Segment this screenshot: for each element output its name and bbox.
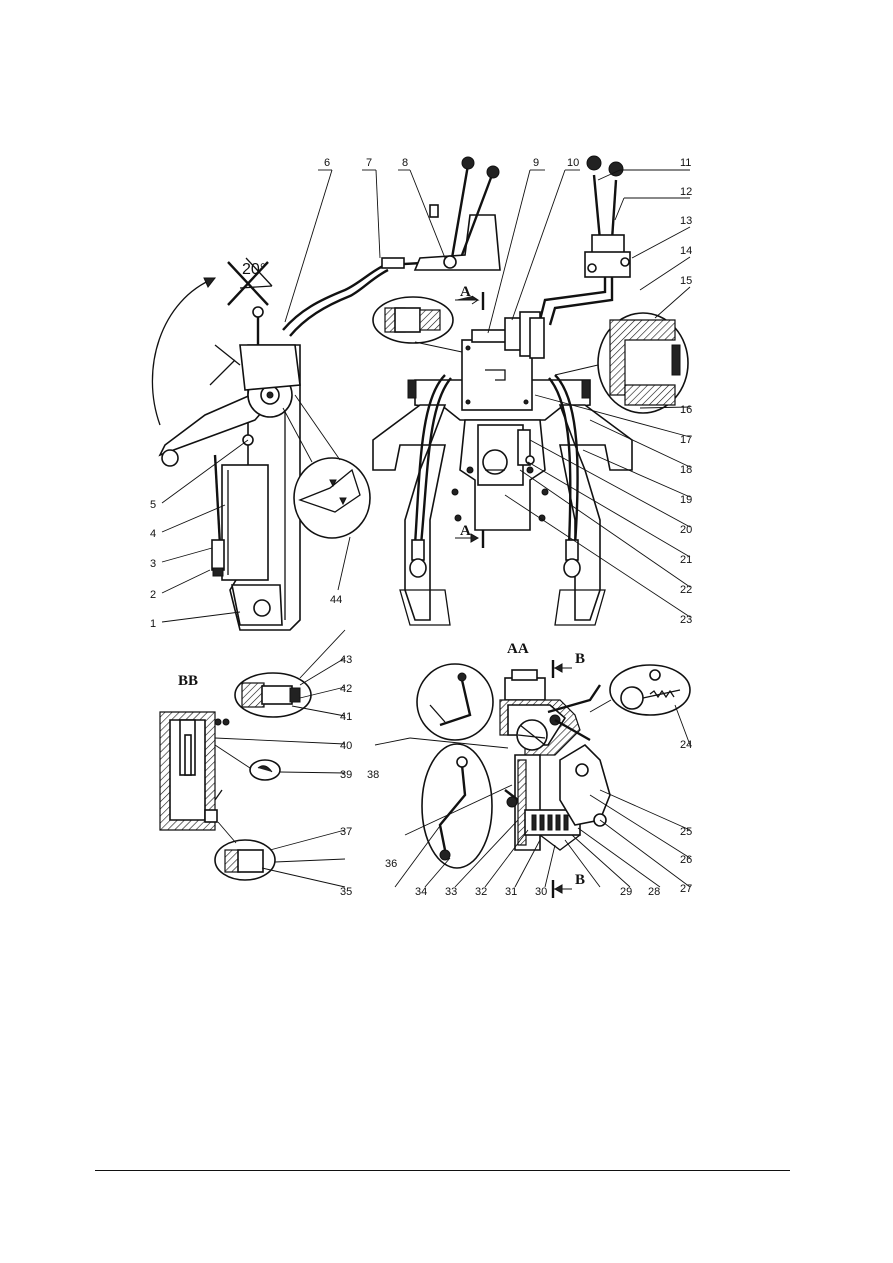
footer-rule bbox=[95, 1170, 790, 1171]
callout-38: 38 bbox=[367, 769, 379, 781]
callout-17: 17 bbox=[680, 434, 692, 446]
callout-35: 35 bbox=[340, 886, 352, 898]
section-bb bbox=[159, 672, 312, 881]
callout-14: 14 bbox=[680, 245, 692, 257]
leader-lines bbox=[161, 169, 691, 888]
callout-25: 25 bbox=[680, 826, 692, 838]
callout-33: 33 bbox=[445, 886, 457, 898]
callout-41: 41 bbox=[340, 711, 352, 723]
callout-18: 18 bbox=[680, 464, 692, 476]
angle-label: 20° bbox=[242, 261, 266, 278]
callout-11: 11 bbox=[680, 157, 691, 169]
callout-20: 20 bbox=[680, 524, 692, 536]
callout-21: 21 bbox=[680, 554, 692, 566]
callout-13: 13 bbox=[680, 215, 692, 227]
section-a-bottom-label: A bbox=[460, 523, 471, 539]
callout-29: 29 bbox=[620, 886, 632, 898]
callout-30: 30 bbox=[535, 886, 547, 898]
callout-numbers: 1 2 3 4 5 6 7 8 9 10 11 12 13 14 15 16 1… bbox=[150, 157, 692, 898]
callout-27: 27 bbox=[680, 883, 692, 895]
section-a-top-label: A bbox=[460, 284, 471, 300]
callout-12: 12 bbox=[680, 186, 692, 198]
callout-40: 40 bbox=[340, 740, 352, 752]
callout-5: 5 bbox=[150, 499, 156, 511]
callout-44: 44 bbox=[330, 594, 342, 606]
callout-42: 42 bbox=[340, 683, 352, 695]
callout-36: 36 bbox=[385, 858, 397, 870]
section-aa bbox=[416, 660, 691, 898]
callout-22: 22 bbox=[680, 584, 692, 596]
control-levers bbox=[529, 155, 631, 359]
section-b-top-label: B bbox=[575, 651, 585, 667]
callout-9: 9 bbox=[533, 157, 539, 169]
callout-2: 2 bbox=[150, 589, 156, 601]
callout-4: 4 bbox=[150, 528, 156, 540]
callout-15: 15 bbox=[680, 275, 692, 287]
callout-39: 39 bbox=[340, 769, 352, 781]
callout-37: 37 bbox=[340, 826, 352, 838]
front-view bbox=[372, 292, 689, 626]
callout-26: 26 bbox=[680, 854, 692, 866]
callout-32: 32 bbox=[475, 886, 487, 898]
view-bb-label: BB bbox=[178, 673, 198, 689]
callout-19: 19 bbox=[680, 494, 692, 506]
callout-24: 24 bbox=[680, 739, 692, 751]
view-aa-label: AA bbox=[507, 641, 529, 657]
callout-16: 16 bbox=[680, 404, 692, 416]
lever-console bbox=[413, 156, 501, 271]
side-view: 20° bbox=[151, 257, 441, 631]
callout-8: 8 bbox=[402, 157, 408, 169]
callout-31: 31 bbox=[505, 886, 517, 898]
callout-3: 3 bbox=[150, 558, 156, 570]
callout-7: 7 bbox=[366, 157, 372, 169]
section-b-bottom-label: B bbox=[575, 872, 585, 888]
callout-10: 10 bbox=[567, 157, 579, 169]
callout-6: 6 bbox=[324, 157, 330, 169]
callout-34: 34 bbox=[415, 886, 427, 898]
callout-23: 23 bbox=[680, 614, 692, 626]
callout-1: 1 bbox=[150, 618, 156, 630]
callout-43: 43 bbox=[340, 654, 352, 666]
callout-28: 28 bbox=[648, 886, 660, 898]
section-labels: A A AA B B BB bbox=[178, 284, 585, 888]
